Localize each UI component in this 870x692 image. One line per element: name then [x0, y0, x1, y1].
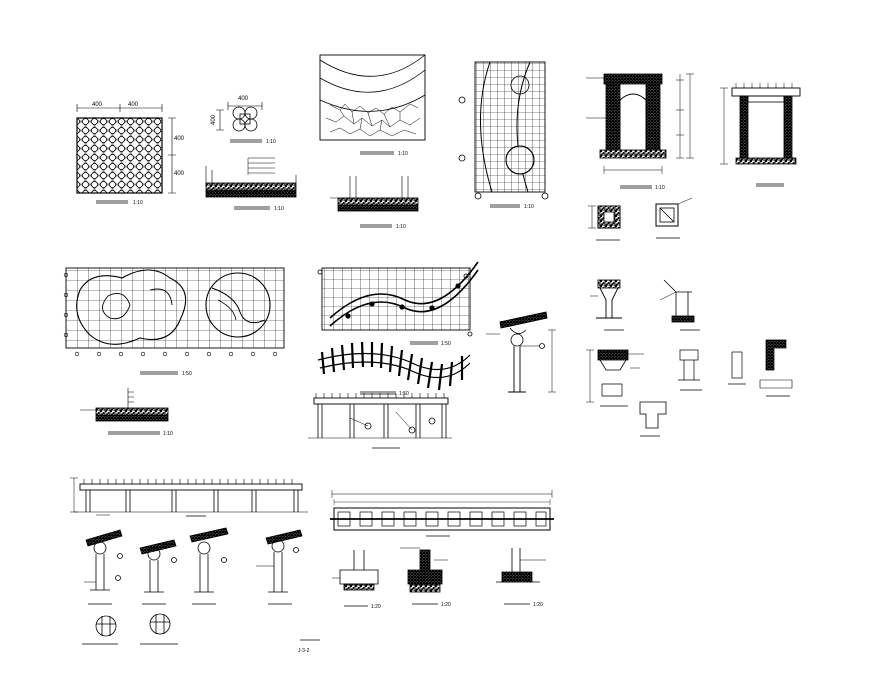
sheet-title-block: J-3-2 [298, 639, 320, 654]
scale-label: 1:10 [274, 206, 284, 212]
grid-paving-plan: 1:10 [458, 61, 549, 210]
capital-detail-cluster [586, 279, 793, 437]
scale-label: 1:10 [398, 151, 408, 157]
quatrefoil-tile-detail: 400 400 1:10 [211, 96, 276, 145]
large-grid-plan: 1:50 [63, 267, 285, 377]
scale-label: 1:10 [266, 139, 276, 145]
dim-label: 400 [128, 102, 139, 108]
scale-label: 1:50 [441, 341, 451, 347]
edge-section: 1:10 [330, 176, 419, 230]
gate-elevation: 1:10 [586, 73, 694, 191]
dim-label: 400 [174, 136, 185, 142]
footing-details: 1:20 1:20 1:20 [332, 547, 546, 610]
pavement-section: 1:10 [80, 388, 173, 437]
scale-label: 1:10 [524, 204, 534, 210]
stone-paving-plan: 1:10 [319, 54, 426, 157]
column-cap-details [84, 527, 303, 605]
scale-label: 1:20 [441, 602, 451, 608]
column-bracket-detail [486, 311, 556, 393]
dim-label: 400 [92, 102, 103, 108]
paving-section: 1:10 [205, 157, 297, 212]
scale-label: 1:10 [133, 200, 143, 206]
scale-label: 1:20 [371, 604, 381, 610]
column-section-details [588, 197, 693, 241]
scale-label: 1:10 [655, 185, 665, 191]
dim-label: 400 [211, 114, 217, 125]
scale-label: 1:10 [396, 224, 406, 230]
gate-front-elevation [720, 83, 801, 187]
paving-pattern-plan: 400 400 400 400 1:10 [76, 102, 185, 206]
curved-pergola-grid-plan: 1:50 [317, 261, 479, 347]
scale-label: 1:20 [533, 602, 543, 608]
pergola-top-view-strip [330, 490, 554, 537]
sheet-number: J-3-2 [298, 648, 310, 654]
joint-details [82, 613, 178, 645]
scale-label: 1:10 [163, 431, 173, 437]
pergola-elevation [308, 393, 452, 449]
scale-label: 1:50 [182, 371, 192, 377]
straight-pergola-elevation [70, 477, 308, 517]
dim-label: 400 [174, 171, 185, 177]
dim-label: 400 [238, 96, 249, 102]
curved-pergola-rafter-plan: 1:50 [317, 341, 471, 397]
